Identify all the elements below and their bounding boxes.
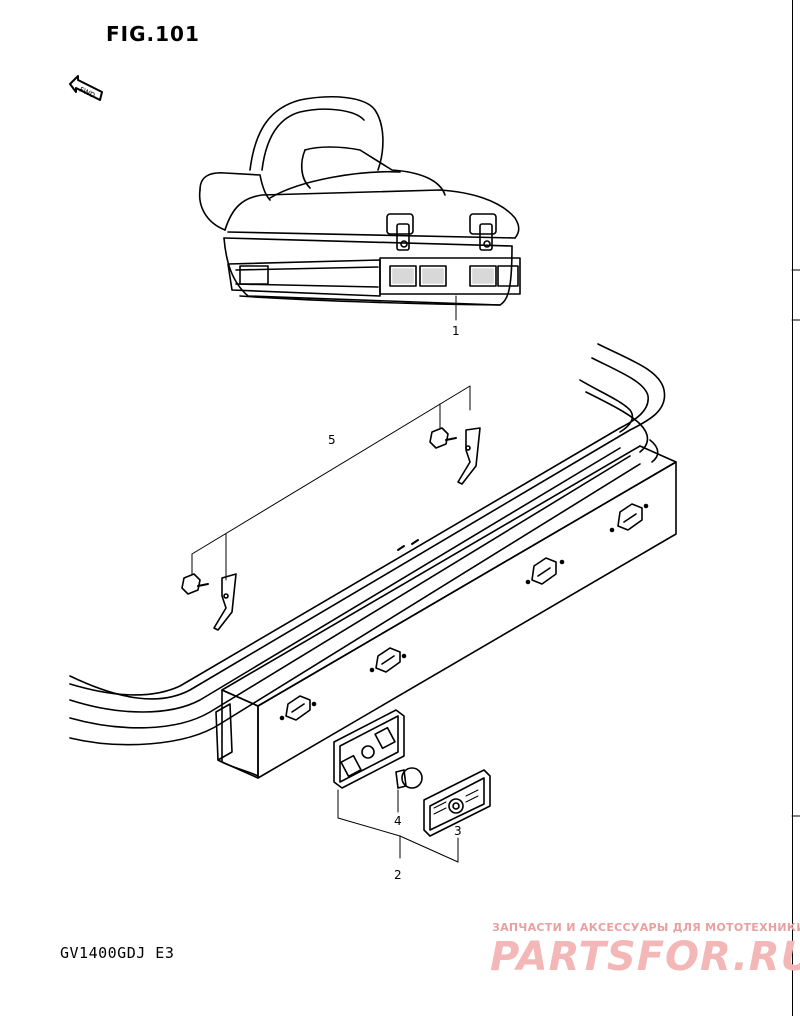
figure-title: FIG.101 [106,22,200,46]
callout-3: 3 [454,824,462,838]
bulb [395,767,423,789]
housing-bracket [279,695,317,721]
callout-1: 1 [452,324,460,338]
housing-bracket [369,647,407,673]
lamp-housing [215,445,677,779]
watermark-tagline: ЗАПЧАСТИ И АКСЕССУАРЫ ДЛЯ МОТОТЕХНИКИ [492,921,800,934]
watermark-brand: PARTSFOR.RU [490,934,800,980]
callout-2: 2 [394,868,402,882]
model-code: GV1400GDJ E3 [60,944,175,962]
luggage-rail [69,343,666,746]
page-border [792,0,793,1016]
lens [423,769,491,837]
fwd-arrow-icon: FWD [69,75,103,101]
housing-bracket [525,557,565,585]
callout-4: 4 [394,814,402,828]
trunk-assembly [198,96,521,306]
callout-5: 5 [328,433,336,447]
side-lamp [333,709,405,789]
housing-bracket [609,503,649,533]
bracket-set [181,385,481,631]
